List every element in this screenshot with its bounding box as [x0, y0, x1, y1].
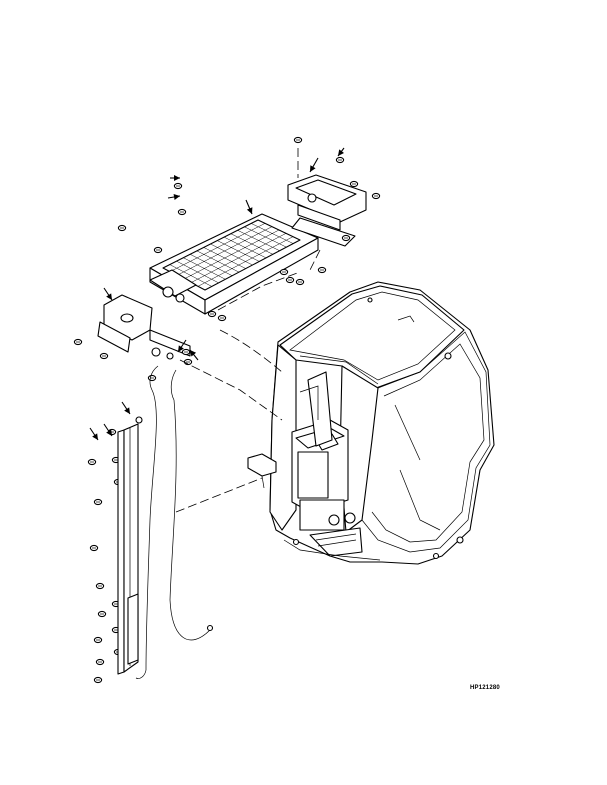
bolt-icon	[177, 208, 187, 216]
bolt-icon	[317, 266, 327, 274]
bolt-icon	[295, 278, 305, 286]
battery-tray-assembly	[149, 213, 319, 315]
callout-arrow-icon	[103, 423, 113, 437]
bolt-icon	[335, 156, 345, 164]
bolt-icon	[147, 374, 157, 382]
callout-arrow-icon	[89, 427, 99, 441]
callout-arrow-icon	[167, 194, 181, 200]
cab-enclosure	[247, 281, 495, 565]
bolt-icon	[341, 234, 351, 242]
leader-lines	[175, 148, 321, 513]
vertical-rail	[117, 416, 143, 675]
bolt-icon	[153, 246, 163, 254]
callout-arrow-icon	[103, 287, 113, 301]
bolt-icon	[89, 544, 99, 552]
callout-arrow-icon	[177, 339, 187, 353]
wire-harness	[135, 365, 214, 679]
bolt-icon	[73, 338, 83, 346]
bolt-icon	[181, 348, 191, 356]
bolt-icon	[87, 458, 97, 466]
callout-arrow-icon	[189, 349, 199, 361]
callout-arrow-icon	[337, 147, 345, 157]
callout-arrow-icon	[121, 401, 131, 415]
bolt-icon	[117, 224, 127, 232]
bolt-icon	[93, 676, 103, 684]
bolt-icon	[207, 310, 217, 318]
bolt-icon	[97, 610, 107, 618]
bolt-icon	[99, 352, 109, 360]
bolt-icon	[217, 314, 227, 322]
callout-arrow-icon	[170, 175, 180, 181]
bolt-icon	[93, 636, 103, 644]
upper-right-bracket	[287, 174, 367, 247]
bolt-icon	[293, 136, 303, 144]
tray-grid	[169, 223, 294, 287]
bolt-icon	[93, 498, 103, 506]
callout-arrow-icon	[245, 199, 253, 215]
bolt-icon	[371, 192, 381, 200]
left-mounting-bracket	[97, 294, 191, 360]
bolt-icon	[95, 582, 105, 590]
bolt-icon	[279, 268, 289, 276]
bolt-icon	[173, 182, 183, 190]
bolt-icon	[95, 658, 105, 666]
bolt-icon	[349, 180, 359, 188]
callout-arrows	[89, 147, 345, 441]
figure-reference-number: HP121280	[470, 685, 500, 691]
bolt-icon	[285, 276, 295, 284]
callout-arrow-icon	[309, 157, 319, 173]
